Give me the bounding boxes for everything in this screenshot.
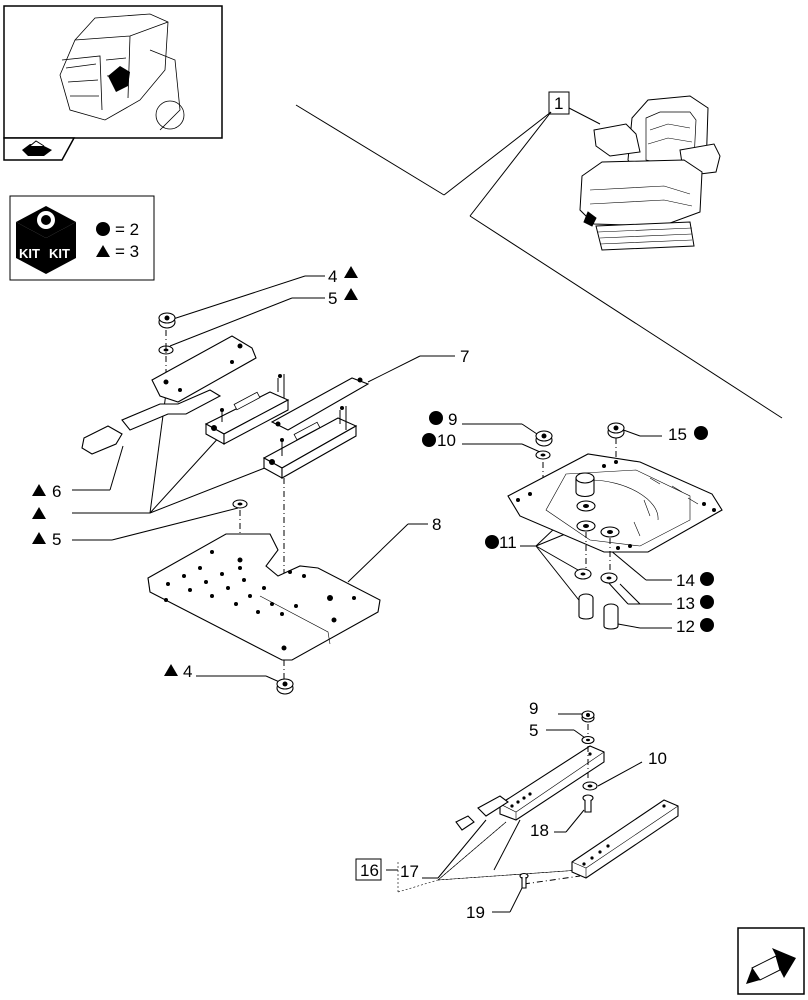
label-19: 19 bbox=[466, 903, 485, 922]
label-5-top: 5 bbox=[328, 289, 337, 308]
triangle-marker bbox=[344, 288, 358, 300]
washer-part-11-a[interactable] bbox=[576, 500, 596, 512]
spacer-plate-part-7[interactable] bbox=[270, 377, 370, 431]
base-plate-part-8[interactable] bbox=[147, 533, 381, 661]
nut-part-15[interactable] bbox=[607, 422, 625, 439]
left-leader-lines bbox=[72, 275, 455, 685]
label-14: 14 bbox=[676, 571, 695, 590]
label-6: 6 bbox=[52, 482, 61, 501]
label-5-rail: 5 bbox=[529, 721, 538, 740]
right-leader-lines bbox=[462, 423, 672, 629]
washer-part-10-rail[interactable] bbox=[582, 781, 598, 791]
triangle-marker bbox=[344, 266, 358, 278]
triangle-symbol bbox=[96, 245, 110, 257]
label-13: 13 bbox=[676, 594, 695, 613]
washer-part-5-rail[interactable] bbox=[581, 735, 595, 745]
rail-leader-lines bbox=[386, 713, 643, 913]
label-11: 11 bbox=[499, 533, 517, 552]
bolt-part-19[interactable] bbox=[519, 872, 529, 889]
svg-text:16: 16 bbox=[360, 861, 379, 880]
label-17: 17 bbox=[400, 862, 419, 881]
rail-group-lines bbox=[397, 821, 581, 893]
label-10-rail: 10 bbox=[648, 749, 667, 768]
label-9-right: 9 bbox=[448, 410, 457, 429]
kit-label-right: KIT bbox=[49, 246, 70, 261]
pivot-bushing[interactable] bbox=[575, 472, 595, 498]
circle-marker bbox=[429, 411, 443, 425]
circle-marker bbox=[700, 595, 714, 609]
washer-part-13[interactable] bbox=[600, 572, 618, 584]
nut-part-9-rail[interactable] bbox=[581, 710, 595, 723]
circle-marker bbox=[694, 426, 708, 440]
bracket-left[interactable] bbox=[204, 374, 290, 445]
kit-label-left: KIT bbox=[19, 246, 40, 261]
assembly-lines bbox=[295, 104, 783, 419]
washer-part-5-top[interactable] bbox=[158, 345, 174, 355]
triangle-marker bbox=[32, 532, 46, 544]
label-9-rail: 9 bbox=[529, 699, 538, 718]
ref-1-callout[interactable]: 1 bbox=[548, 91, 570, 115]
washer-part-5-lower[interactable] bbox=[232, 499, 248, 509]
washer-part-11-c[interactable] bbox=[574, 568, 592, 580]
washer-part-14[interactable] bbox=[600, 526, 620, 538]
nut-part-4-top[interactable] bbox=[158, 312, 176, 329]
svg-text:1: 1 bbox=[554, 94, 563, 113]
triangle-marker bbox=[164, 664, 178, 676]
triangle-marker bbox=[32, 507, 46, 519]
nut-part-4-lower[interactable] bbox=[276, 678, 294, 695]
book-icon bbox=[22, 144, 52, 156]
seat-rail-upper[interactable] bbox=[499, 745, 605, 821]
bolt-part-18[interactable] bbox=[582, 794, 594, 813]
seat-highlight bbox=[108, 66, 130, 92]
kit-box-icon: KIT KIT bbox=[16, 206, 76, 274]
circle-marker bbox=[700, 572, 714, 586]
slide-rail-part[interactable] bbox=[121, 389, 222, 431]
label-4-top: 4 bbox=[328, 267, 337, 286]
cab-thumbnail[interactable] bbox=[3, 5, 223, 139]
label-7: 7 bbox=[460, 347, 469, 366]
circle-marker bbox=[422, 433, 436, 447]
bolt-part-12[interactable] bbox=[603, 603, 619, 630]
label-18: 18 bbox=[530, 821, 549, 840]
next-page-button[interactable] bbox=[737, 927, 805, 995]
label-10-right: 10 bbox=[437, 431, 456, 450]
bolt-part-11[interactable] bbox=[578, 593, 594, 620]
mounting-plate-upper[interactable] bbox=[151, 335, 257, 403]
thumbnail-tab bbox=[3, 137, 76, 161]
label-12: 12 bbox=[676, 617, 695, 636]
label-8: 8 bbox=[432, 515, 441, 534]
washer-part-10[interactable] bbox=[535, 450, 551, 460]
legend-circle-text: = 2 bbox=[115, 220, 139, 239]
washer-part-11-b[interactable] bbox=[576, 520, 596, 532]
circle-marker bbox=[700, 618, 714, 632]
seat-rail-lower[interactable] bbox=[571, 799, 679, 879]
nut-part-9[interactable] bbox=[535, 430, 553, 447]
label-5-lower: 5 bbox=[52, 530, 61, 549]
rail-handle-grip[interactable] bbox=[477, 795, 509, 817]
circle-marker bbox=[485, 535, 499, 549]
legend-triangle-text: = 3 bbox=[115, 242, 139, 261]
kit-legend-box: KIT KIT = 2 = 3 bbox=[9, 195, 155, 281]
swivel-plate[interactable] bbox=[507, 453, 723, 553]
seat-illustration bbox=[579, 95, 721, 251]
handle-grip-part-6[interactable] bbox=[81, 425, 123, 455]
circle-symbol bbox=[96, 222, 110, 236]
ref-16-callout[interactable]: 16 bbox=[355, 858, 382, 881]
rail-cap-part[interactable] bbox=[455, 815, 475, 831]
triangle-marker bbox=[32, 484, 46, 496]
label-15: 15 bbox=[668, 425, 687, 444]
label-4-lower: 4 bbox=[183, 662, 192, 681]
bracket-right[interactable] bbox=[262, 406, 358, 479]
